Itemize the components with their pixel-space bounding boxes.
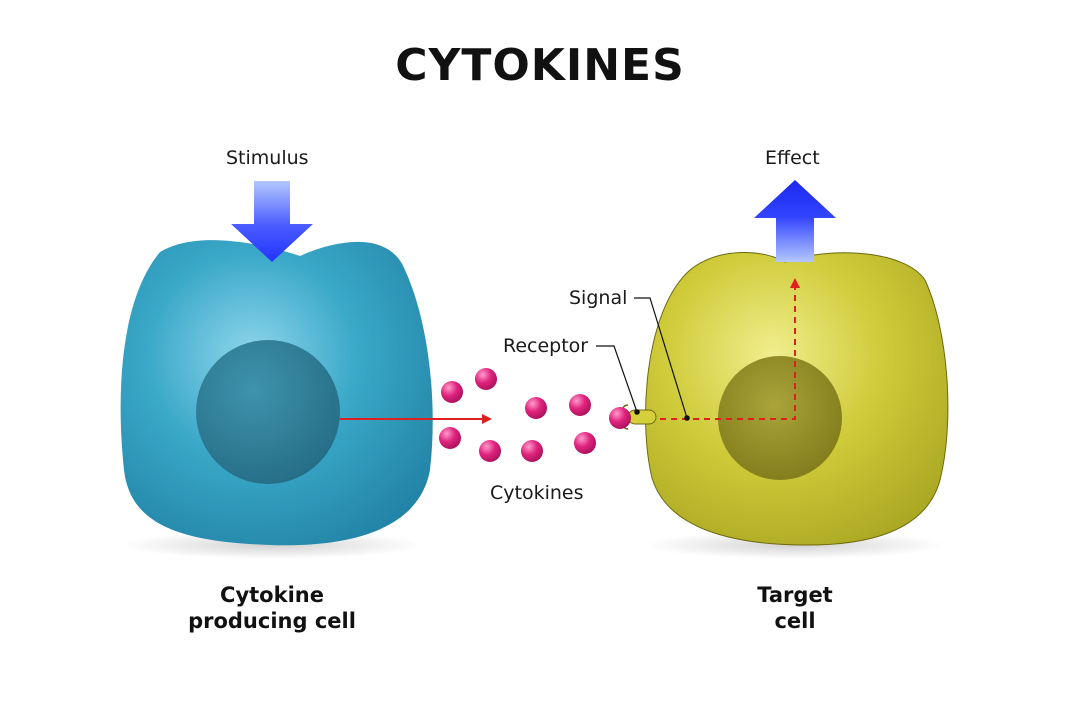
- target-cell: [645, 251, 949, 559]
- cytokine-particles: [439, 368, 631, 462]
- target-cell-nucleus: [718, 356, 842, 480]
- cytokine-particle: [521, 440, 543, 462]
- receptor-label: Receptor: [503, 335, 589, 357]
- cytokine-particle: [569, 394, 591, 416]
- effect-label: Effect: [765, 147, 820, 169]
- cytokine-particle-bound: [609, 407, 631, 429]
- target-cell-caption-line1: Target: [757, 583, 833, 607]
- stimulus-arrow-icon: [231, 181, 313, 262]
- producing-cell-caption-line1: Cytokine: [220, 583, 324, 607]
- cytokine-particle: [475, 368, 497, 390]
- cytokine-particle: [574, 432, 596, 454]
- producing-cell-nucleus: [196, 340, 340, 484]
- target-cell-caption-line2: cell: [774, 609, 816, 633]
- cytokine-particle: [479, 440, 501, 462]
- cytokine-particle: [441, 381, 463, 403]
- cytokine-particle: [525, 397, 547, 419]
- receptor-leader-line: [596, 345, 638, 413]
- cytokines-label: Cytokines: [490, 482, 584, 504]
- producing-cell: [120, 240, 433, 559]
- leader-lines: [596, 297, 690, 421]
- cytokine-particle: [439, 427, 461, 449]
- producing-cell-caption: Cytokine producing cell: [162, 582, 382, 634]
- producing-cell-caption-line2: producing cell: [188, 609, 356, 633]
- signal-leader-line: [634, 297, 688, 419]
- effect-arrow-icon: [754, 180, 836, 262]
- signal-label: Signal: [569, 287, 628, 309]
- target-cell-caption: Target cell: [735, 582, 855, 634]
- signal-path-icon: [660, 278, 800, 420]
- diagram-title: CYTOKINES: [395, 40, 685, 91]
- stimulus-label: Stimulus: [226, 147, 309, 169]
